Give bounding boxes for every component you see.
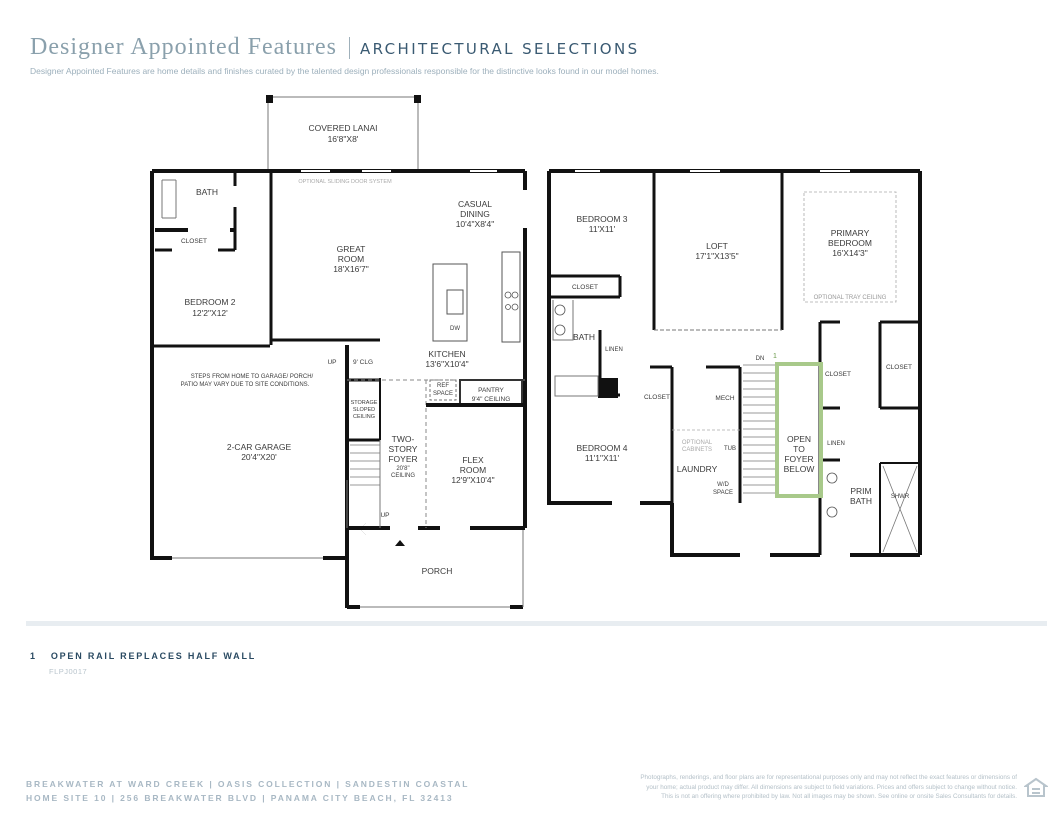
- svg-text:20'4"X20': 20'4"X20': [241, 452, 277, 462]
- svg-text:BEDROOM 4: BEDROOM 4: [576, 443, 627, 453]
- title-divider: [348, 36, 350, 59]
- svg-text:10'4"X8'4": 10'4"X8'4": [456, 219, 495, 229]
- second-floor-labels: BEDROOM 3 11'X11' LOFT 17'1"X13'5" PRIMA…: [572, 214, 912, 506]
- svg-text:SPACE: SPACE: [713, 490, 733, 496]
- svg-text:SPACE: SPACE: [433, 391, 453, 397]
- svg-text:12'2"X12': 12'2"X12': [192, 308, 228, 318]
- disclaimer-line-1: Photographs, renderings, and floor plans…: [640, 774, 1017, 781]
- svg-text:11'X11': 11'X11': [589, 224, 616, 234]
- svg-text:LINEN: LINEN: [827, 441, 845, 447]
- svg-text:FLEX: FLEX: [462, 455, 484, 465]
- svg-text:REF: REF: [437, 383, 449, 389]
- svg-text:BEDROOM 3: BEDROOM 3: [576, 214, 627, 224]
- disclaimer-line-2: your home; actual product may differ. Al…: [646, 783, 1017, 791]
- svg-text:TUB: TUB: [724, 446, 736, 452]
- svg-text:BATH: BATH: [850, 496, 872, 506]
- svg-text:11'1"X11': 11'1"X11': [585, 453, 620, 463]
- svg-text:SHWR: SHWR: [891, 494, 910, 500]
- svg-text:16'8"X8': 16'8"X8': [328, 134, 359, 144]
- second-floor-plan: [547, 169, 922, 557]
- selection-number: 1: [30, 651, 37, 661]
- svg-text:CLOSET: CLOSET: [572, 284, 598, 291]
- svg-text:18'X16'7": 18'X16'7": [333, 264, 369, 274]
- community-info: BREAKWATER AT WARD CREEK | OASIS COLLECT…: [26, 777, 469, 805]
- section-title: ARCHITECTURAL SELECTIONS: [359, 40, 640, 58]
- svg-text:LINEN: LINEN: [605, 347, 623, 353]
- svg-text:CASUAL: CASUAL: [458, 199, 492, 209]
- svg-text:OPTIONAL: OPTIONAL: [682, 440, 713, 446]
- svg-text:12'9"X10'4": 12'9"X10'4": [451, 475, 494, 485]
- svg-text:CLOSET: CLOSET: [644, 394, 670, 401]
- disclaimer-line-3: This is not an offering where prohibited…: [661, 793, 1017, 800]
- svg-text:2-CAR GARAGE: 2-CAR GARAGE: [227, 442, 292, 452]
- svg-text:TWO-: TWO-: [392, 434, 415, 444]
- selection-label: OPEN RAIL REPLACES HALF WALL: [50, 651, 257, 661]
- svg-text:9'4" CEILING: 9'4" CEILING: [472, 396, 511, 403]
- page-title: Designer Appointed Features: [30, 34, 337, 60]
- svg-text:13'6"X10'4": 13'6"X10'4": [425, 359, 468, 369]
- svg-text:CABINETS: CABINETS: [682, 447, 712, 453]
- svg-text:OPTIONAL TRAY CEILING: OPTIONAL TRAY CEILING: [814, 295, 887, 301]
- svg-text:LAUNDRY: LAUNDRY: [677, 464, 718, 474]
- svg-text:ROOM: ROOM: [460, 465, 486, 475]
- svg-text:PORCH: PORCH: [422, 566, 453, 576]
- svg-text:BELOW: BELOW: [784, 464, 815, 474]
- svg-text:BEDROOM: BEDROOM: [828, 238, 872, 248]
- page-header: Designer Appointed Features ARCHITECTURA…: [30, 34, 640, 61]
- svg-text:ROOM: ROOM: [338, 254, 364, 264]
- svg-text:BATH: BATH: [573, 332, 595, 342]
- svg-text:LOFT: LOFT: [706, 241, 728, 251]
- svg-text:TO: TO: [793, 444, 805, 454]
- section-divider: [26, 621, 1047, 626]
- svg-text:PRIM: PRIM: [850, 486, 871, 496]
- open-rail-highlight: [775, 362, 823, 498]
- floor-plans: COVERED LANAI 16'8"X8' OPTIONAL SLIDING …: [150, 95, 922, 609]
- svg-text:STORAGE: STORAGE: [351, 400, 378, 406]
- svg-text:PANTRY: PANTRY: [478, 387, 504, 394]
- svg-text:DINING: DINING: [460, 209, 490, 219]
- svg-text:W/D: W/D: [717, 482, 729, 488]
- svg-text:OPEN: OPEN: [787, 434, 811, 444]
- svg-text:BEDROOM 2: BEDROOM 2: [184, 297, 235, 307]
- svg-text:1: 1: [773, 353, 777, 360]
- svg-text:MECH: MECH: [715, 395, 734, 402]
- svg-text:DW: DW: [450, 326, 460, 332]
- svg-text:FOYER: FOYER: [388, 454, 417, 464]
- svg-text:COVERED LANAI: COVERED LANAI: [309, 123, 378, 133]
- first-floor-plan: [150, 95, 527, 609]
- selection-item: 1 OPEN RAIL REPLACES HALF WALL: [30, 651, 256, 661]
- svg-text:16'X14'3": 16'X14'3": [832, 248, 868, 258]
- selection-code: FLPJ0017: [49, 667, 88, 676]
- address-line: HOME SITE 10 | 256 BREAKWATER BLVD | PAN…: [26, 793, 454, 803]
- svg-text:STORY: STORY: [389, 444, 418, 454]
- svg-text:CEILING: CEILING: [353, 414, 375, 420]
- svg-text:KITCHEN: KITCHEN: [428, 349, 465, 359]
- svg-text:BATH: BATH: [196, 187, 218, 197]
- svg-text:PATIO MAY VARY DUE TO SITE CON: PATIO MAY VARY DUE TO SITE CONDITIONS.: [181, 382, 310, 388]
- svg-text:PRIMARY: PRIMARY: [831, 228, 870, 238]
- svg-text:CLOSET: CLOSET: [886, 364, 912, 371]
- svg-text:UP: UP: [380, 512, 389, 519]
- equal-housing-opportunity-icon: [1024, 777, 1048, 797]
- svg-text:9' CLG: 9' CLG: [353, 359, 373, 366]
- svg-text:CLOSET: CLOSET: [825, 371, 851, 378]
- svg-text:UP: UP: [327, 359, 336, 366]
- svg-text:CLOSET: CLOSET: [181, 238, 207, 245]
- svg-text:17'1"X13'5": 17'1"X13'5": [695, 251, 738, 261]
- svg-text:SLOPED: SLOPED: [353, 407, 375, 413]
- svg-text:STEPS FROM HOME TO GARAGE/ POR: STEPS FROM HOME TO GARAGE/ PORCH/: [191, 374, 314, 380]
- svg-text:20'8": 20'8": [396, 466, 409, 472]
- svg-text:DN: DN: [756, 356, 765, 362]
- svg-text:CEILING: CEILING: [391, 473, 415, 479]
- community-line: BREAKWATER AT WARD CREEK | OASIS COLLECT…: [26, 779, 470, 789]
- svg-text:GREAT: GREAT: [337, 244, 366, 254]
- first-floor-labels: COVERED LANAI 16'8"X8' OPTIONAL SLIDING …: [181, 123, 511, 576]
- svg-text:FOYER: FOYER: [784, 454, 813, 464]
- svg-text:OPTIONAL SLIDING DOOR SYSTEM: OPTIONAL SLIDING DOOR SYSTEM: [298, 179, 392, 185]
- disclaimer: Photographs, renderings, and floor plans…: [640, 773, 1017, 802]
- page-subtitle: Designer Appointed Features are home det…: [30, 66, 659, 76]
